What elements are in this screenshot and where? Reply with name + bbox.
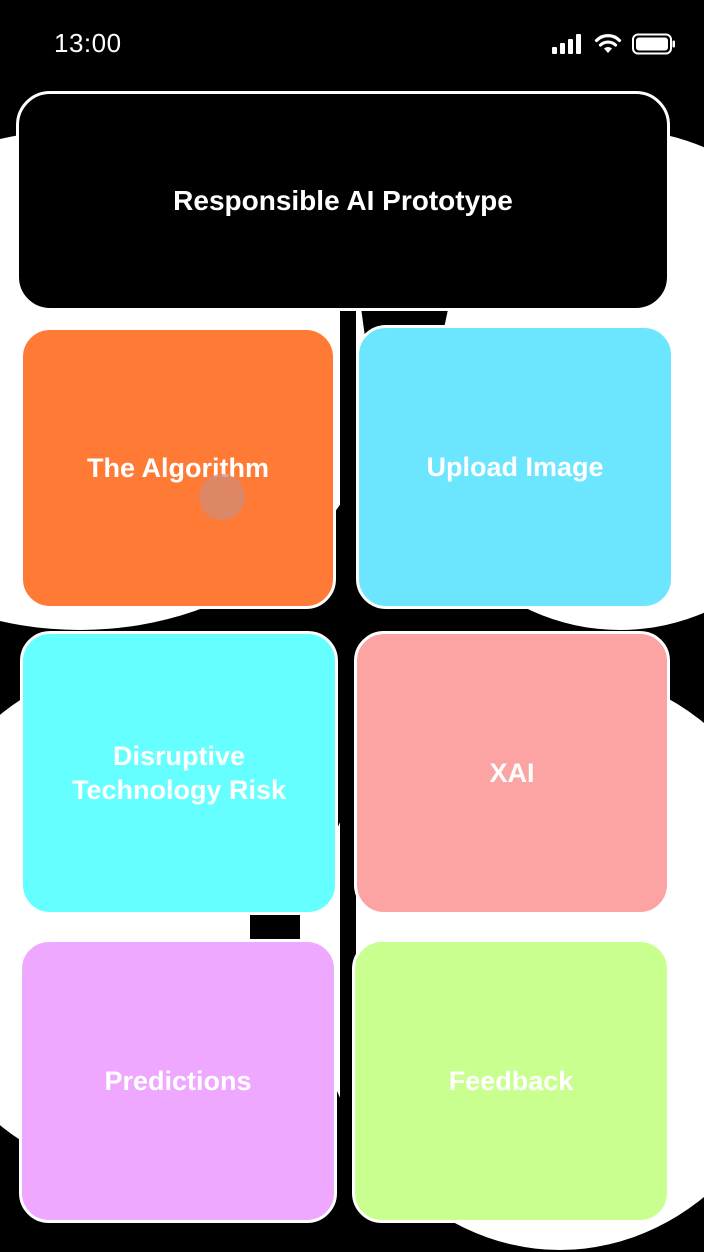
status-time: 13:00 [54,28,122,58]
predictions-tile[interactable]: Predictions [19,939,337,1223]
feedback-tile[interactable]: Feedback [352,939,670,1223]
predictions-tile-label: Predictions [104,1066,252,1096]
xai-tile-label: XAI [489,758,535,788]
algorithm-tile[interactable]: The Algorithm [20,327,336,609]
status-icons [552,33,676,55]
disruptive-technology-risk-tile-label: Disruptive Technology Risk [71,741,287,805]
signal-icon [552,34,581,54]
wifi-icon [594,34,622,53]
algorithm-tile-label: The Algorithm [87,453,269,483]
battery-icon [632,33,675,55]
upload-image-tile[interactable]: Upload Image [356,325,674,609]
upload-image-tile-label: Upload Image [426,452,604,482]
disruptive-technology-risk-tile[interactable]: Disruptive Technology Risk [20,631,338,915]
status-bar: 13:00 [0,0,704,90]
app-title: Responsible AI Prototype [173,185,513,216]
header-card: Responsible AI Prototype [16,91,670,311]
feedback-tile-label: Feedback [448,1066,574,1096]
xai-tile[interactable]: XAI [354,631,670,915]
